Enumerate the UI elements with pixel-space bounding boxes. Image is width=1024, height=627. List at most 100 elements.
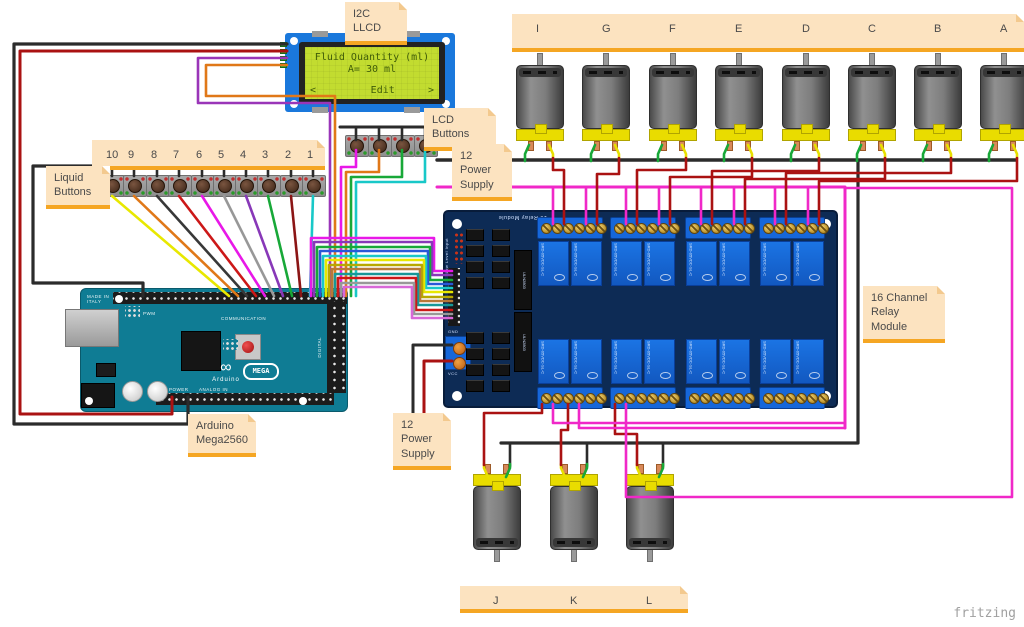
terminal-screw [689,223,700,234]
terminal-screw [669,393,680,404]
motor-body [473,486,521,550]
terminal-screw [596,223,607,234]
terminal-screw [636,393,647,404]
terminal-screw [733,393,744,404]
optocoupler-chip [492,277,510,289]
wire [132,194,240,298]
wire [200,194,267,298]
motor-letter: A [1000,23,1008,35]
optocoupler-chip [466,229,484,241]
terminal-block [685,387,755,409]
gnd-screw [453,342,466,355]
terminal-screw [763,223,774,234]
label-power-supply-top: 12 Power Supply [452,144,512,201]
terminal-screw [744,223,755,234]
motor-band [516,124,564,141]
motor-body [649,65,697,129]
reset-button [235,334,261,360]
button-number: 8 [151,149,158,161]
relay-label: SRD-05VDC-SL-C [688,243,694,277]
relay: SRD-05VDC-SL-C [644,241,675,286]
lcd-line1: Fluid Quantity (ml) [314,52,430,63]
optocoupler-chip [492,261,510,273]
lcd-screen: Fluid Quantity (ml) A= 30 ml < Edit > [305,47,439,99]
relay: SRD-05VDC-SL-C [760,241,791,286]
capacitor [122,381,143,402]
motor-g [582,53,630,153]
label-power-supply-bottom: 12 Power Supply [393,413,451,470]
motor-terminal [656,464,662,474]
motor-letter: K [570,595,578,607]
liquid-button-5 [213,175,237,197]
wire [177,194,258,298]
motor-body [914,65,962,129]
motor-body [516,65,564,129]
motor-band [473,474,521,491]
liquid-button-3 [257,175,281,197]
motor-letter: E [735,23,743,35]
motor-e [715,53,763,153]
motor-c [848,53,896,153]
motor-terminal [661,141,667,151]
relay-label: SRD-05VDC-SL-C [762,341,768,375]
label-arduino-mega: Arduino Mega2560 [188,414,256,457]
motor-terminal [638,464,644,474]
motor-a [980,53,1024,153]
motor-terminal [528,141,534,151]
optocoupler-chip [466,261,484,273]
fritzing-watermark: fritzing [953,606,1016,621]
motor-band [715,124,763,141]
terminal-screw [689,393,700,404]
motor-terminal [562,464,568,474]
motor-letter: G [602,23,611,35]
motor-band [582,124,630,141]
relay-label: SRD-05VDC-SL-C [646,243,652,277]
motor-letter: B [934,23,942,35]
motor-cap [917,68,959,77]
terminal-screw [563,393,574,404]
relay: SRD-05VDC-SL-C [719,339,750,384]
terminal-block [685,217,755,239]
lcd-clip [404,107,420,113]
wire [559,402,570,467]
lcd-clip [312,107,328,113]
terminal-screw [658,223,669,234]
liquid-button-1 [302,175,326,197]
relay: SRD-05VDC-SL-C [538,339,569,384]
jumper-pins [454,232,464,264]
motor-cap [629,538,671,547]
terminal-screw [744,393,755,404]
wire [289,194,303,298]
communication-text: COMMUNICATION [221,316,267,321]
mount-hole [85,397,93,405]
terminal-screw [807,223,818,234]
terminal-screw [796,393,807,404]
motor-cap [983,68,1024,77]
terminal-screw [625,223,636,234]
relay-label: SRD-05VDC-SL-C [573,341,579,375]
motor-f [649,53,697,153]
wire [613,402,639,467]
capacitor [147,381,168,402]
relay: SRD-05VDC-SL-C [611,241,642,286]
mount-hole [299,397,307,405]
vcc-screw [453,357,466,370]
wire [342,285,454,320]
terminal-block [610,387,680,409]
wire [222,194,276,298]
motor-band [980,124,1024,141]
digital-pin-header [327,301,346,393]
terminal-screw [722,223,733,234]
motor-band [782,124,830,141]
terminal-screw [711,223,722,234]
lcd-line2: A= 30 ml [347,64,397,75]
lcd-nav-left: < [310,85,317,96]
terminal-screw [636,223,647,234]
driver-ic: ULN2803 [514,312,532,372]
motor-cap [585,68,627,77]
mount-hole [290,100,298,108]
wire [266,194,294,298]
liquid-button-2 [280,175,304,197]
lcd-clip [404,31,420,37]
